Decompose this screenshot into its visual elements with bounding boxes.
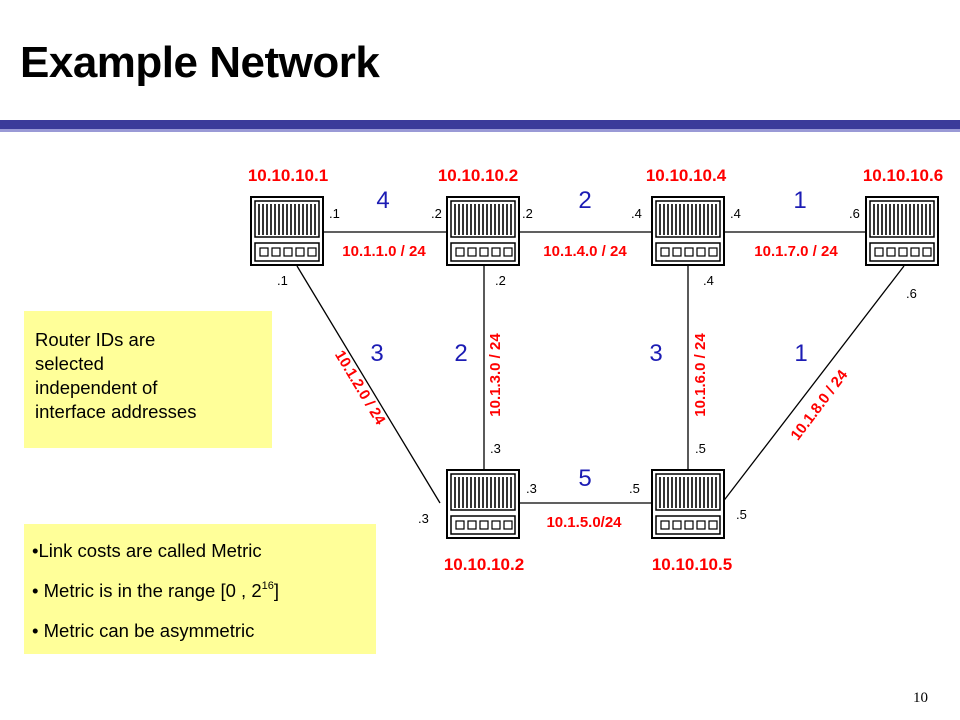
subnet-label: 10.1.5.0/24 — [546, 514, 622, 531]
interface-label: .6 — [906, 286, 917, 301]
slide-title: Example Network — [20, 38, 380, 87]
link-cost: 2 — [454, 340, 467, 367]
router-id-label: 10.10.10.6 — [863, 166, 943, 185]
metric-note: •Link costs are called Metric • Metric i… — [24, 524, 376, 654]
interface-label: .5 — [695, 441, 706, 456]
note-line: interface addresses — [35, 401, 197, 422]
link-cost: 2 — [578, 187, 591, 214]
link-r6-r5 — [721, 265, 905, 504]
interface-label: .3 — [490, 441, 501, 456]
link-cost: 1 — [794, 340, 807, 367]
router-id-label: 10.10.10.4 — [646, 166, 727, 185]
interface-label: .2 — [431, 206, 442, 221]
title-underline-bar — [0, 120, 960, 129]
subnet-label: 10.1.4.0 / 24 — [543, 243, 627, 260]
page-number: 10 — [913, 690, 928, 706]
link-r1-r3 — [296, 265, 441, 504]
router-icon — [446, 469, 520, 539]
router-icon — [651, 196, 725, 266]
interface-label: .4 — [631, 206, 642, 221]
router-icon — [865, 196, 939, 266]
link-cost: 3 — [370, 340, 383, 367]
subnet-label: 10.1.3.0 / 24 — [487, 333, 504, 417]
interface-label: .4 — [703, 273, 714, 288]
router-icon — [250, 196, 324, 266]
router-id-label: 10.10.10.1 — [248, 166, 328, 185]
router-id-label: 10.10.10.2 — [444, 555, 524, 574]
interface-label: .4 — [730, 206, 741, 221]
subnet-label: 10.1.1.0 / 24 — [342, 243, 426, 260]
note-line: independent of — [35, 377, 158, 398]
router-id-note: Router IDs are selected independent of i… — [24, 311, 272, 448]
metric-bullet: • Metric is in the range [0 , 216] — [32, 580, 279, 602]
subnet-label: 10.1.6.0 / 24 — [692, 333, 709, 417]
metric-range-exponent: 16 — [261, 580, 274, 592]
note-line: selected — [35, 353, 104, 374]
interface-label: .5 — [736, 507, 747, 522]
metric-range-text: • Metric is in the range [0 , 2 — [32, 580, 262, 601]
link-cost: 5 — [578, 465, 591, 492]
subnet-label: 10.1.7.0 / 24 — [754, 243, 838, 260]
interface-label: .3 — [418, 511, 429, 526]
link-cost: 1 — [793, 187, 806, 214]
router-icon — [651, 469, 725, 539]
router-id-label: 10.10.10.5 — [652, 555, 732, 574]
interface-label: .6 — [849, 206, 860, 221]
router-id-label: 10.10.10.2 — [438, 166, 518, 185]
link-cost: 3 — [649, 340, 662, 367]
router-icon — [446, 196, 520, 266]
interface-label: .1 — [329, 206, 340, 221]
title-underline-shadow — [0, 129, 960, 132]
metric-range-close: ] — [273, 580, 279, 601]
metric-bullet: •Link costs are called Metric — [32, 540, 262, 561]
link-cost: 4 — [376, 187, 389, 214]
interface-label: .2 — [522, 206, 533, 221]
note-line: Router IDs are — [35, 329, 156, 350]
interface-label: .5 — [629, 481, 640, 496]
metric-bullet: • Metric can be asymmetric — [32, 620, 255, 641]
interface-label: .3 — [526, 481, 537, 496]
interface-label: .1 — [277, 273, 288, 288]
interface-label: .2 — [495, 273, 506, 288]
